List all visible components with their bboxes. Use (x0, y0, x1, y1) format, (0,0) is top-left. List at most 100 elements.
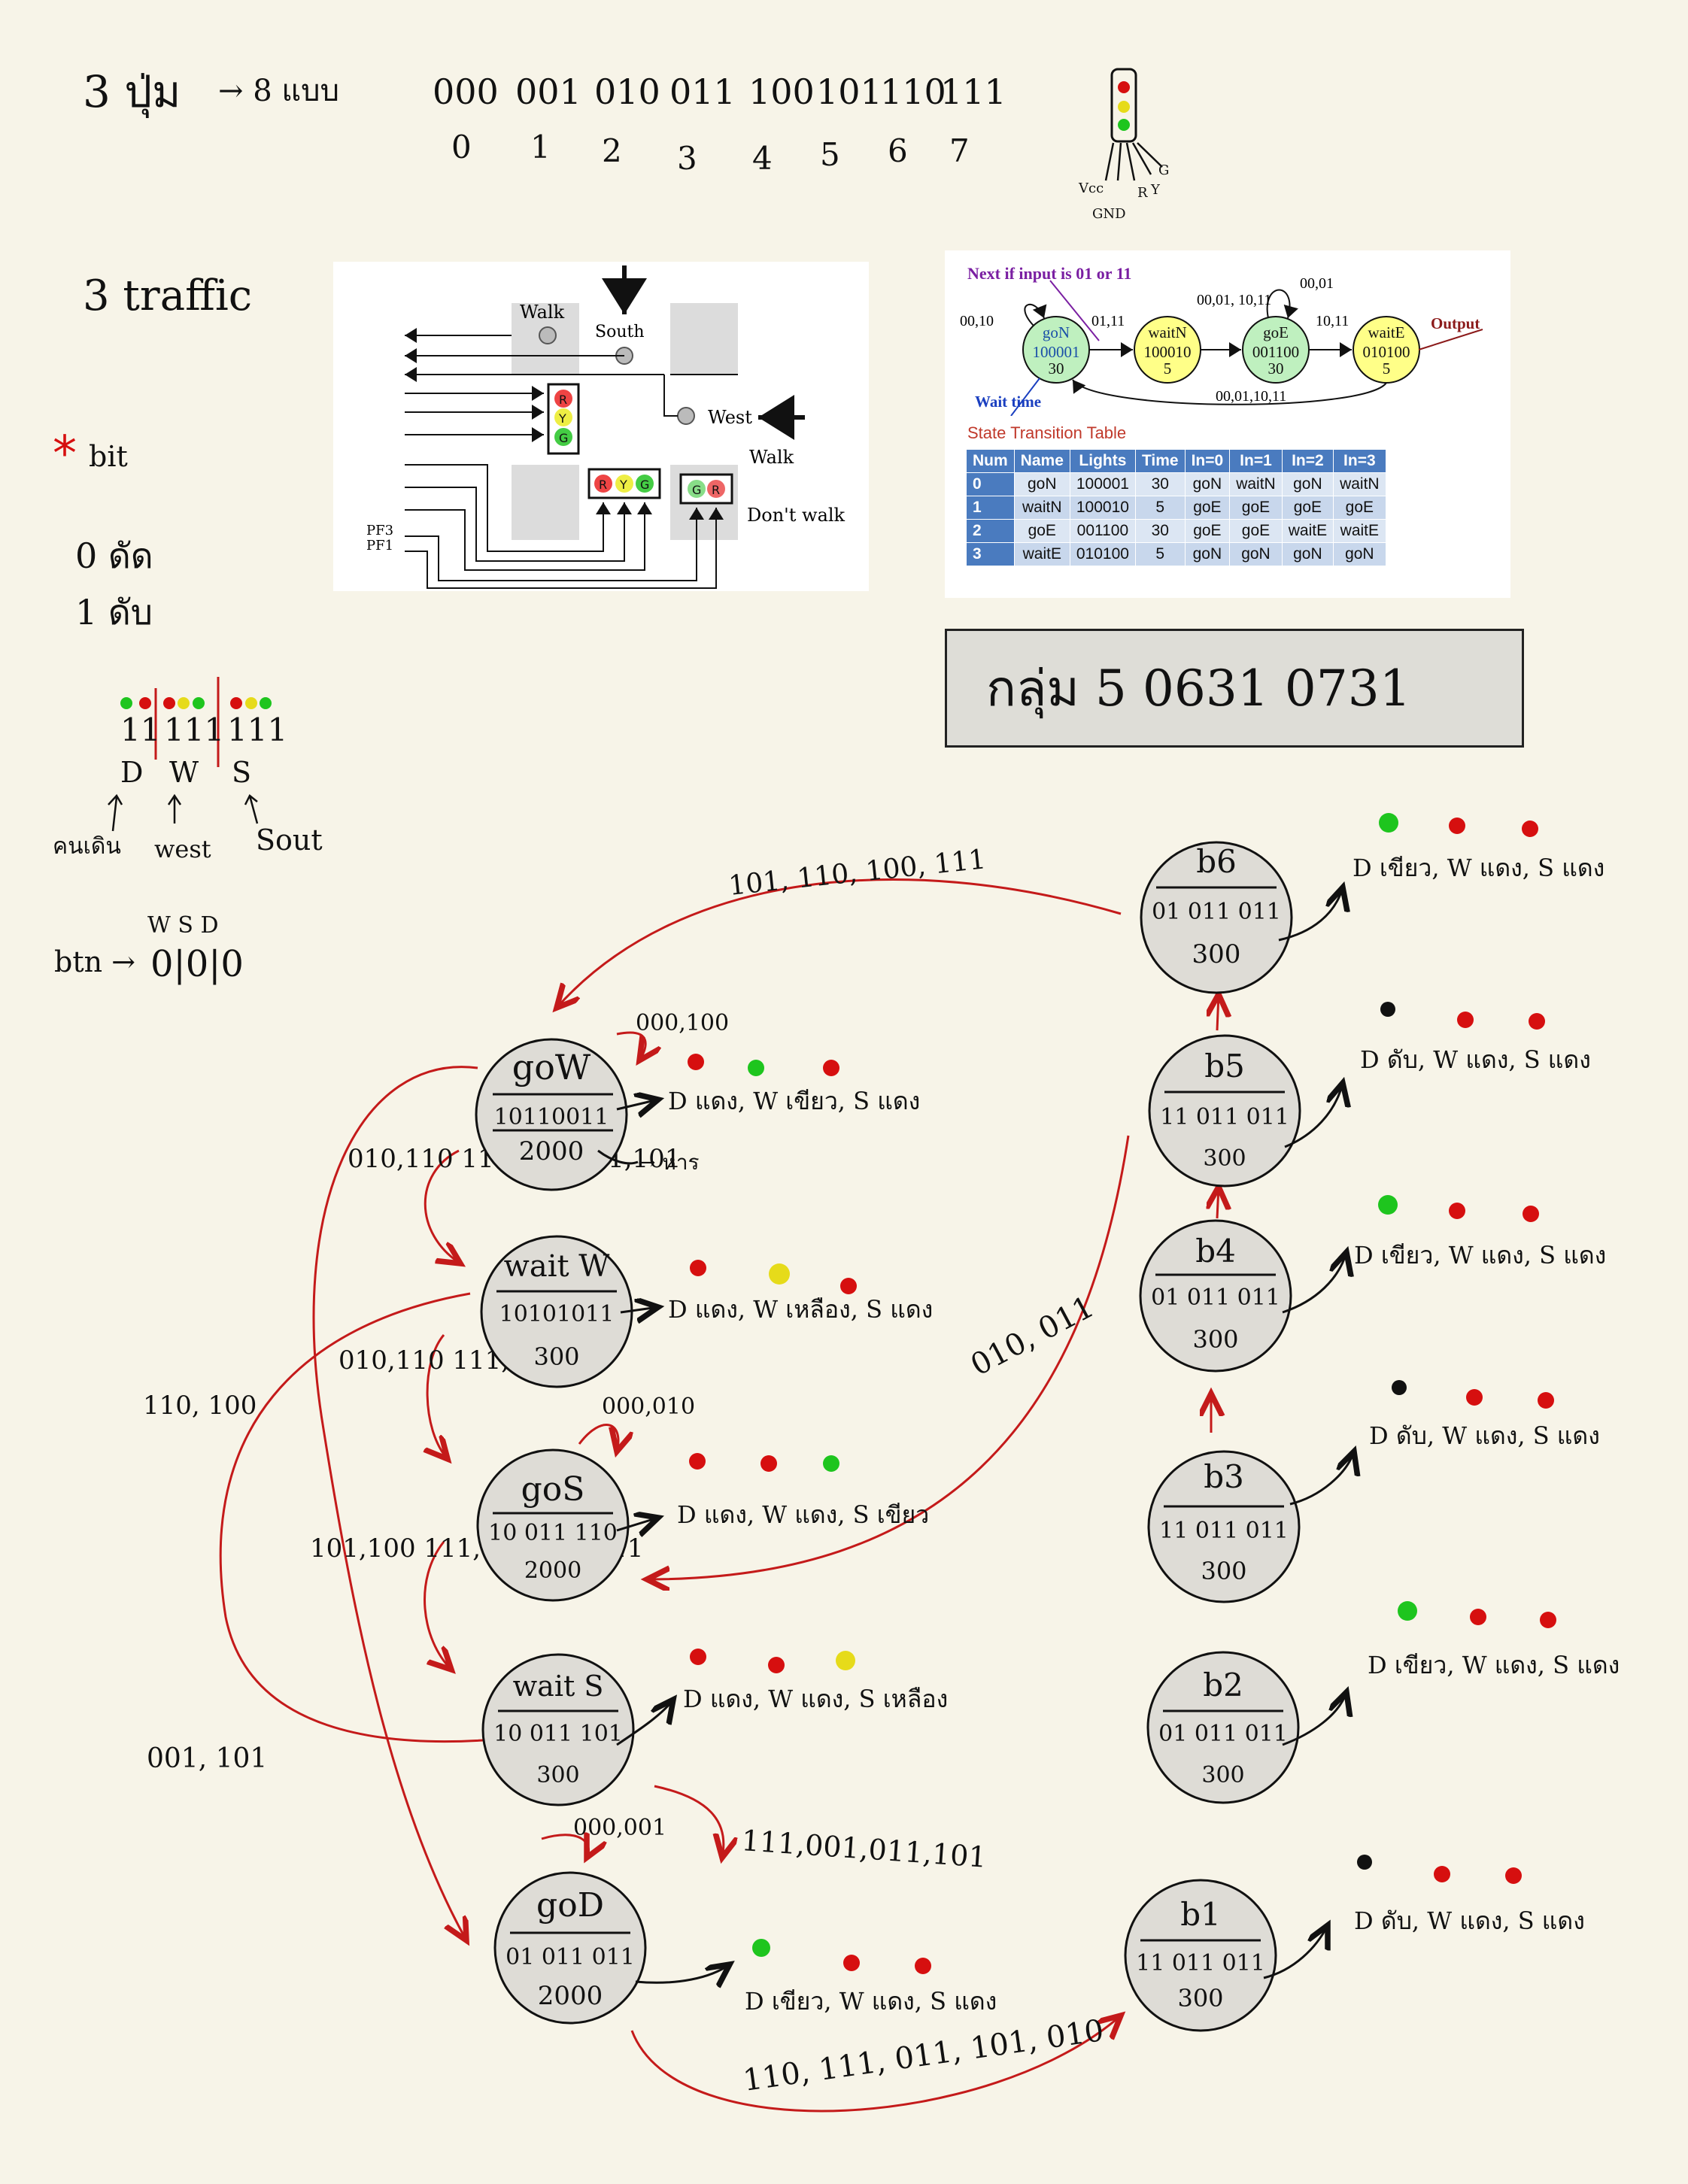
svg-text:Y: Y (558, 411, 566, 426)
svg-text:D แดง, W แดง, S เขียว: D แดง, W แดง, S เขียว (677, 1500, 929, 1529)
svg-text:11 011 011: 11 011 011 (1160, 1104, 1289, 1130)
svg-text:Walk: Walk (749, 447, 794, 468)
svg-text:R: R (599, 478, 607, 492)
svg-text:30: 30 (1268, 359, 1284, 378)
svg-text:300: 300 (1201, 1557, 1246, 1585)
svg-text:wait S: wait S (513, 1670, 604, 1703)
svg-text:West: West (708, 407, 752, 428)
svg-text:2000: 2000 (524, 1558, 581, 1584)
btn-sketch: btn → W S D 0|0|0 (54, 912, 244, 985)
code-2: 010 (594, 71, 660, 112)
code-5: 101 (816, 71, 882, 112)
svg-text:b1: b1 (1180, 1896, 1221, 1933)
codes-row: 000 001 010 011 100 101 110 111 (433, 71, 1006, 112)
svg-text:D เขียว, W แดง, S แดง: D เขียว, W แดง, S แดง (1368, 1651, 1620, 1679)
svg-text:5: 5 (820, 136, 840, 173)
svg-text:S: S (232, 756, 251, 789)
output-waitW: D แดง, W เหลือง, S แดง (668, 1260, 933, 1324)
svg-text:Sout: Sout (256, 824, 323, 857)
svg-text:PF3: PF3 (366, 523, 393, 538)
svg-text:110, 111, 011, 101, 010: 110, 111, 011, 101, 010 (741, 2013, 1106, 2098)
green-lamp-icon (1118, 119, 1130, 131)
combos-note: → 8 แบบ (218, 74, 339, 108)
svg-text:GND: GND (1092, 206, 1126, 222)
svg-text:300: 300 (1192, 1325, 1238, 1354)
svg-text:Y: Y (619, 478, 627, 492)
output-b4: D เขียว, W แดง, S แดง (1354, 1195, 1606, 1269)
code-0: 000 (433, 71, 499, 112)
svg-text:Wait time: Wait time (975, 393, 1041, 411)
code-indices: 0 1 2 3 4 5 6 7 (451, 129, 970, 177)
output-waitS: D แดง, W แดง, S เหลือง (683, 1649, 948, 1713)
svg-text:00,01,10,11: 00,01,10,11 (1216, 388, 1286, 405)
star-icon: * (53, 426, 77, 482)
svg-text:→ หาร: → หาร (638, 1150, 700, 1175)
code-4: 100 (748, 71, 815, 112)
svg-text:100001: 100001 (1033, 343, 1080, 361)
svg-text:b5: b5 (1204, 1048, 1245, 1084)
svg-text:01 011 011: 01 011 011 (1152, 899, 1281, 925)
svg-text:10,11: 10,11 (1316, 313, 1349, 329)
output-arrows (597, 887, 1354, 1982)
svg-text:G: G (640, 478, 649, 492)
svg-text:10 011 110: 10 011 110 (488, 1520, 618, 1546)
svg-text:01 011 011: 01 011 011 (1158, 1721, 1288, 1747)
svg-text:btn →: btn → (54, 945, 135, 978)
transition-arrows (219, 878, 1222, 2113)
svg-text:2000: 2000 (519, 1136, 584, 1166)
group-box: กลุ่ม 5 0631 0731 (945, 629, 1524, 748)
svg-text:00,01: 00,01 (1300, 275, 1334, 292)
svg-text:คนเดิน: คนเดิน (53, 833, 121, 860)
svg-text:PF1: PF1 (366, 538, 393, 554)
svg-text:b6: b6 (1196, 843, 1237, 880)
svg-text:D เขียว, W แดง, S แดง: D เขียว, W แดง, S แดง (1353, 854, 1605, 882)
svg-text:South: South (595, 323, 645, 341)
state-b2: b2 01 011 011 300 (1146, 1651, 1300, 1804)
svg-text:R: R (1137, 185, 1148, 201)
svg-text:goS: goS (521, 1470, 585, 1509)
svg-text:D: D (120, 756, 143, 789)
svg-text:010100: 010100 (1363, 343, 1410, 361)
svg-text:goW: goW (512, 1047, 591, 1087)
svg-text:10110011: 10110011 (494, 1104, 609, 1130)
svg-text:waitE: waitE (1368, 323, 1405, 341)
output-goS: D แดง, W แดง, S เขียว (677, 1453, 929, 1529)
svg-text:waitN: waitN (1148, 323, 1186, 341)
svg-text:R: R (559, 393, 567, 407)
svg-text:b4: b4 (1195, 1233, 1236, 1269)
svg-text:D เขียว, W แดง, S แดง: D เขียว, W แดง, S แดง (1354, 1241, 1606, 1269)
bit-1-note: 1 ดับ (75, 592, 153, 632)
svg-text:10101011: 10101011 (499, 1301, 615, 1327)
svg-text:goD: goD (536, 1886, 604, 1925)
output-b2: D เขียว, W แดง, S แดง (1368, 1601, 1620, 1679)
traffic-light-sketch: Vcc R Y G GND (1078, 68, 1169, 222)
svg-text:000,001: 000,001 (573, 1815, 666, 1841)
svg-text:W S D: W S D (147, 912, 219, 939)
svg-text:goE: goE (1263, 323, 1289, 341)
svg-text:300: 300 (536, 1762, 579, 1788)
output-goD: D เขียว, W แดง, S แดง (745, 1939, 997, 2016)
svg-text:01,11: 01,11 (1091, 313, 1125, 329)
svg-text:01 011 011: 01 011 011 (1151, 1285, 1280, 1311)
svg-text:0: 0 (451, 129, 472, 165)
state-waitS: wait S 10 011 101 300 (481, 1653, 635, 1806)
svg-text:G: G (559, 431, 568, 445)
svg-text:Vcc: Vcc (1078, 180, 1104, 196)
bit-label: bit (89, 440, 128, 473)
table-title: State Transition Table (967, 423, 1127, 442)
bit-0-note: 0 ดัด (75, 535, 153, 576)
output-b5: D ดับ, W แดง, S แดง (1360, 1002, 1591, 1074)
svg-text:6: 6 (888, 132, 908, 169)
intersection-figure: Walk South West Walk Don't walk PF3 PF1 … (333, 262, 869, 591)
svg-text:11: 11 (120, 711, 160, 748)
svg-text:Y: Y (1150, 182, 1161, 198)
svg-text:11 011 011: 11 011 011 (1136, 1950, 1265, 1976)
output-b1: D ดับ, W แดง, S แดง (1354, 1855, 1585, 1935)
svg-text:D ดับ, W แดง, S แดง: D ดับ, W แดง, S แดง (1354, 1906, 1585, 1935)
svg-text:3: 3 (677, 140, 697, 177)
fsm-hint: Next if input is 01 or 11 (967, 264, 1132, 283)
